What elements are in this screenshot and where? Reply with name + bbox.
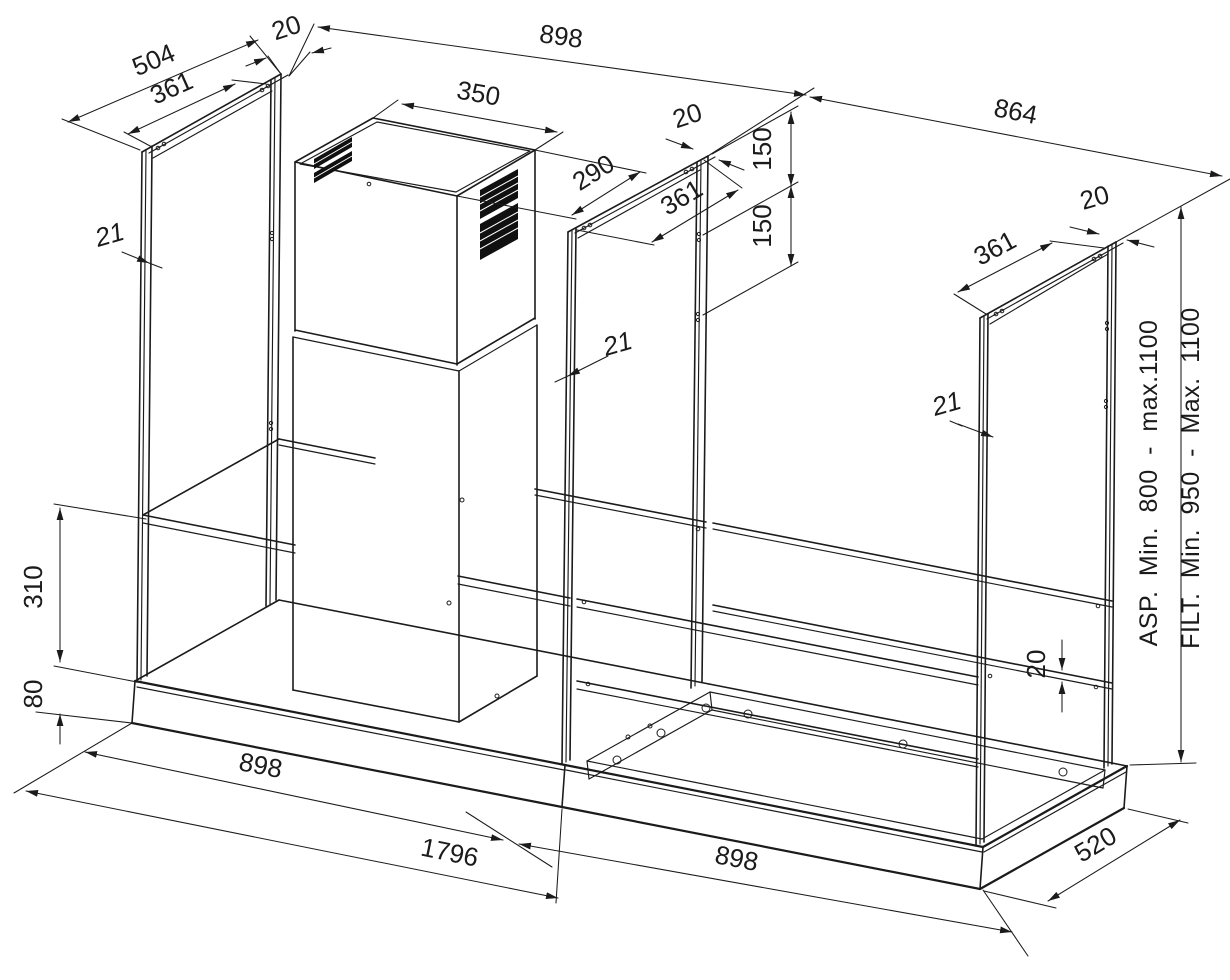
dim-mid-rail-thickness: 20	[665, 97, 745, 171]
upper-shelf-left	[142, 438, 707, 607]
dim-hole-spacing: 150 150	[702, 105, 799, 316]
middle-frame	[561, 155, 716, 765]
dim-label-20-right: 20	[1076, 179, 1112, 216]
dim-label-20-left: 20	[268, 9, 305, 46]
dim-label-21-left: 21	[91, 216, 128, 253]
dim-top-span-left: 898	[288, 18, 815, 157]
dim-label-21-right: 21	[928, 385, 965, 422]
dim-left-heights: 310 80	[18, 503, 147, 745]
upper-shelf-right	[576, 522, 1113, 686]
dim-label-864: 864	[992, 92, 1040, 130]
dim-left-rail-thickness: 20	[245, 9, 332, 77]
dim-post-width-leaders: 21 21 21	[91, 216, 994, 438]
chimney-duct-cover	[292, 117, 538, 723]
dim-label-898-top: 898	[538, 18, 585, 54]
dim-label-1796: 1796	[418, 832, 481, 873]
dim-label-350: 350	[455, 75, 503, 112]
dim-height-asp-filt: ASP. Min. 800 - max.1100 FILT. Min. 950 …	[1129, 206, 1205, 766]
vent-grille-inner	[313, 137, 353, 183]
dimensions: 504 361 20 898 864	[13, 9, 1230, 957]
dim-label-150-upper: 150	[747, 127, 777, 170]
note-filt: FILT. Min. 950 - Max. 1100	[1177, 307, 1205, 649]
right-post-holes	[1103, 320, 1110, 410]
dim-label-80: 80	[18, 680, 48, 709]
dim-label-150-lower: 150	[747, 204, 777, 247]
dim-base-depth: 520	[983, 808, 1189, 909]
dim-label-310: 310	[18, 565, 48, 608]
dim-label-20-shelf: 20	[1021, 650, 1051, 679]
dim-chimney-width: 350	[372, 75, 564, 151]
vent-grille-right	[479, 169, 519, 260]
dim-label-361-right: 361	[969, 225, 1021, 272]
lower-shelf-right	[576, 604, 1113, 768]
left-post-holes	[268, 230, 275, 432]
dim-right-rail-thickness: 20	[1069, 179, 1155, 248]
base-screw-holes	[612, 703, 1068, 777]
left-frame	[136, 73, 289, 683]
dim-top-span-right: 864	[809, 92, 1230, 243]
right-frame	[975, 241, 1124, 847]
note-asp: ASP. Min. 800 - max.1100	[1135, 320, 1163, 647]
dim-label-21-mid: 21	[599, 325, 636, 362]
dim-shelf-thickness: 20	[1021, 639, 1066, 713]
dim-bottom-lengths: 898 898 1796	[13, 722, 1029, 957]
dim-label-20-mid: 20	[669, 97, 706, 134]
base-platform-right	[560, 683, 1129, 891]
